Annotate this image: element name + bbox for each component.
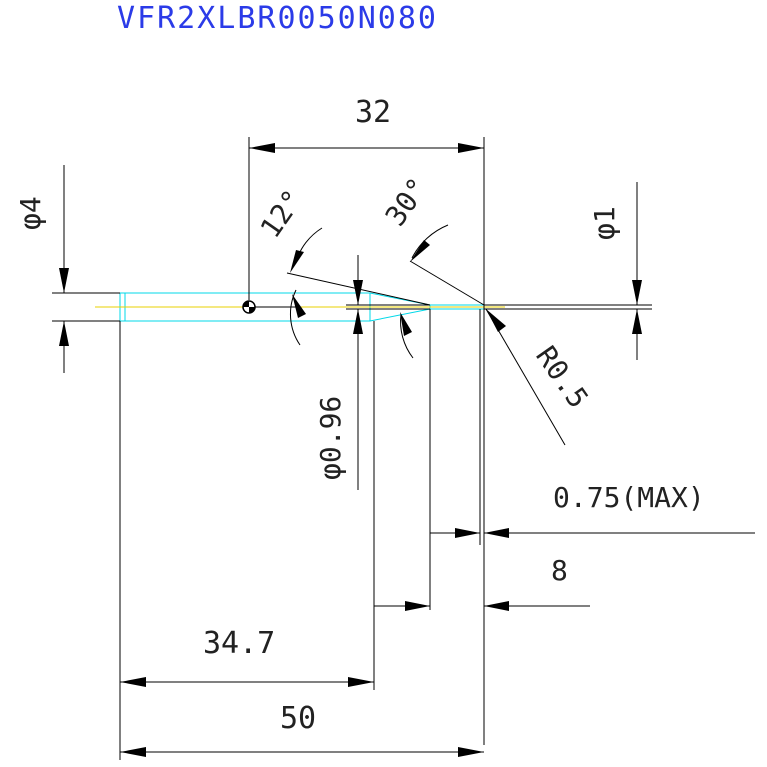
dim-radius: R0.5: [485, 308, 595, 446]
dim-neck-len: 34.7: [119, 321, 374, 760]
dim-angle-30: 30°: [379, 172, 485, 359]
dim-radius-label: R0.5: [529, 340, 595, 414]
dim-neck-dia-label: φ0.96: [314, 396, 347, 480]
dim-shank-dia-label: φ4: [14, 196, 47, 230]
dim-32-label: 32: [355, 95, 391, 130]
dim-flute-max: 0.75(MAX): [429, 309, 755, 610]
dim-flute-len-label: 8: [551, 554, 568, 587]
dim-tip-dia-label: φ1: [588, 206, 621, 240]
dim-neck-len-label: 34.7: [203, 626, 275, 661]
dim-angle-12-label: 12°: [254, 184, 310, 244]
origin-marker: [242, 300, 256, 314]
dim-overall-len: 50: [120, 701, 484, 757]
dim-tip-dia: φ1: [484, 182, 652, 360]
dim-angle-30-label: 30°: [379, 172, 435, 232]
drawing-title: VFR2XLBR0050N080: [117, 1, 438, 36]
dim-flute-max-label: 0.75(MAX): [553, 481, 705, 514]
dim-neck-dia: φ0.96: [314, 255, 430, 490]
dim-32: 32: [248, 95, 485, 745]
dim-flute-len: 8: [373, 321, 590, 690]
dim-overall-len-label: 50: [280, 701, 316, 736]
dim-shank-dia: φ4: [14, 165, 120, 373]
